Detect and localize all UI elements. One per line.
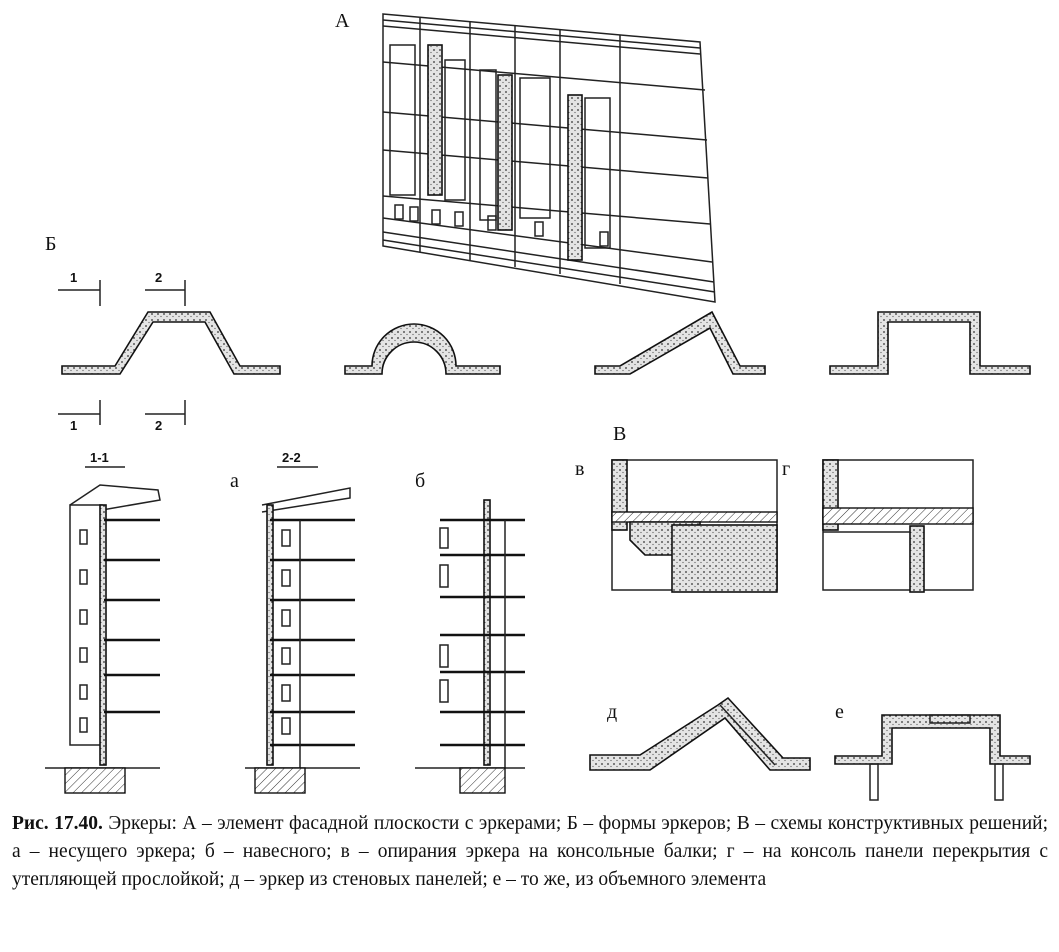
caption-text: Эркеры: А – элемент фасадной плоскости с…: [12, 813, 1048, 890]
label-a: а: [230, 470, 239, 492]
label-V: В: [613, 423, 626, 445]
figure-caption: Рис. 17.40. Эркеры: А – элемент фасадной…: [12, 810, 1048, 894]
cut-2-top: 2: [155, 270, 162, 285]
label-section-1-1: 1-1: [90, 450, 109, 465]
label-e: е: [835, 701, 844, 723]
figure-drawings: А Б: [45, 10, 1031, 801]
section-suspended: б: [415, 470, 525, 794]
label-A: А: [335, 10, 350, 32]
cut-2-bottom: 2: [155, 418, 162, 433]
label-d: д: [607, 701, 617, 723]
label-B: Б: [45, 233, 56, 255]
label-b: б: [415, 470, 425, 492]
cut-1-top: 1: [70, 270, 77, 285]
facade-element-drawing: А: [335, 10, 716, 303]
label-g: г: [782, 458, 790, 480]
label-section-2-2: 2-2: [282, 450, 301, 465]
section-1-1: 1-1: [45, 450, 161, 794]
section-2-2-bearing: а 2-2: [230, 450, 360, 794]
label-v: в: [575, 458, 584, 480]
figure-number: Рис. 17.40.: [12, 813, 103, 834]
bay-window-forms: Б 1 2 1 2: [45, 233, 1031, 433]
cut-1-bottom: 1: [70, 418, 77, 433]
structural-schemes: В в г д е: [575, 423, 1031, 801]
